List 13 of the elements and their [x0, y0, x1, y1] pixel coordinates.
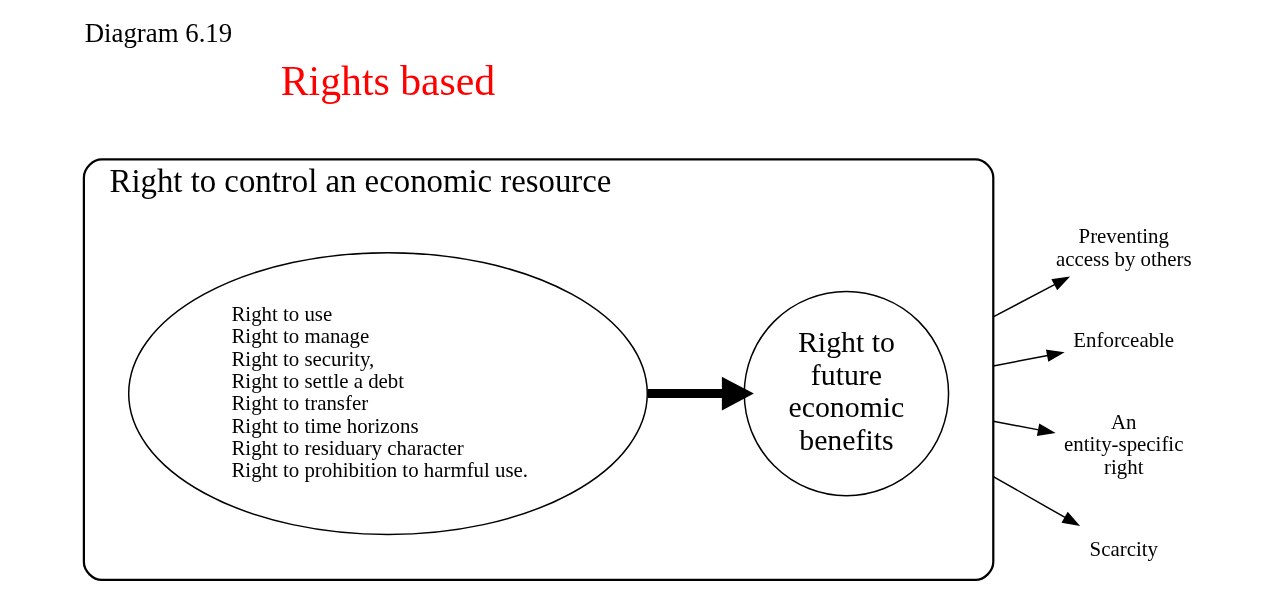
node-circle: Right to future economic benefits — [743, 290, 950, 497]
arrow — [992, 475, 1081, 527]
label: Rights based — [280, 58, 496, 105]
node-text: Scarcity — [1089, 536, 1158, 561]
diagram-title: Diagram 6.19 — [84, 17, 233, 48]
node-text: Preventing access by others — [1055, 224, 1192, 271]
node-text: An entity-specific right — [1064, 409, 1184, 479]
arrow — [647, 376, 754, 411]
arrow — [992, 420, 1056, 436]
arrow — [992, 276, 1071, 318]
node-ellipse: Right to use Right to manage Right to security, Right to settle a debt Right to transfer Right to time horizons Right to residuary character Right to prohibition to harmful use. — [127, 251, 649, 536]
node-text: Enforceable — [1073, 327, 1175, 352]
arrow — [992, 349, 1065, 367]
